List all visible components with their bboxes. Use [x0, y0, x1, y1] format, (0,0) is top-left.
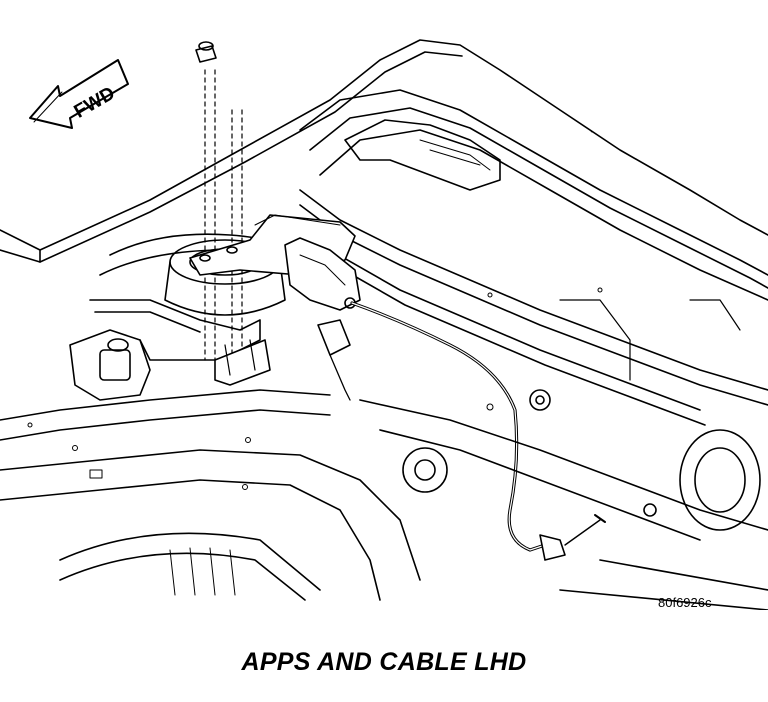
firewall [359, 389, 768, 610]
frame-rails [0, 389, 421, 601]
electrical-connector [317, 319, 351, 401]
figure-code: 80f6926c [658, 595, 712, 610]
engine-mount [69, 299, 261, 401]
fender-outline [0, 39, 768, 263]
stud-guide-lines [204, 69, 243, 361]
mounting-nut-icon [195, 41, 217, 63]
figure-caption: APPS AND CABLE LHD [241, 648, 527, 676]
hold-down-bracket [214, 339, 271, 386]
accelerator-cable [350, 301, 606, 561]
cowl-panel [299, 89, 768, 426]
forward-arrow-icon: FWD [29, 59, 129, 129]
engine-bay-illustration: FWD [0, 39, 768, 610]
detail-marks [27, 129, 603, 490]
